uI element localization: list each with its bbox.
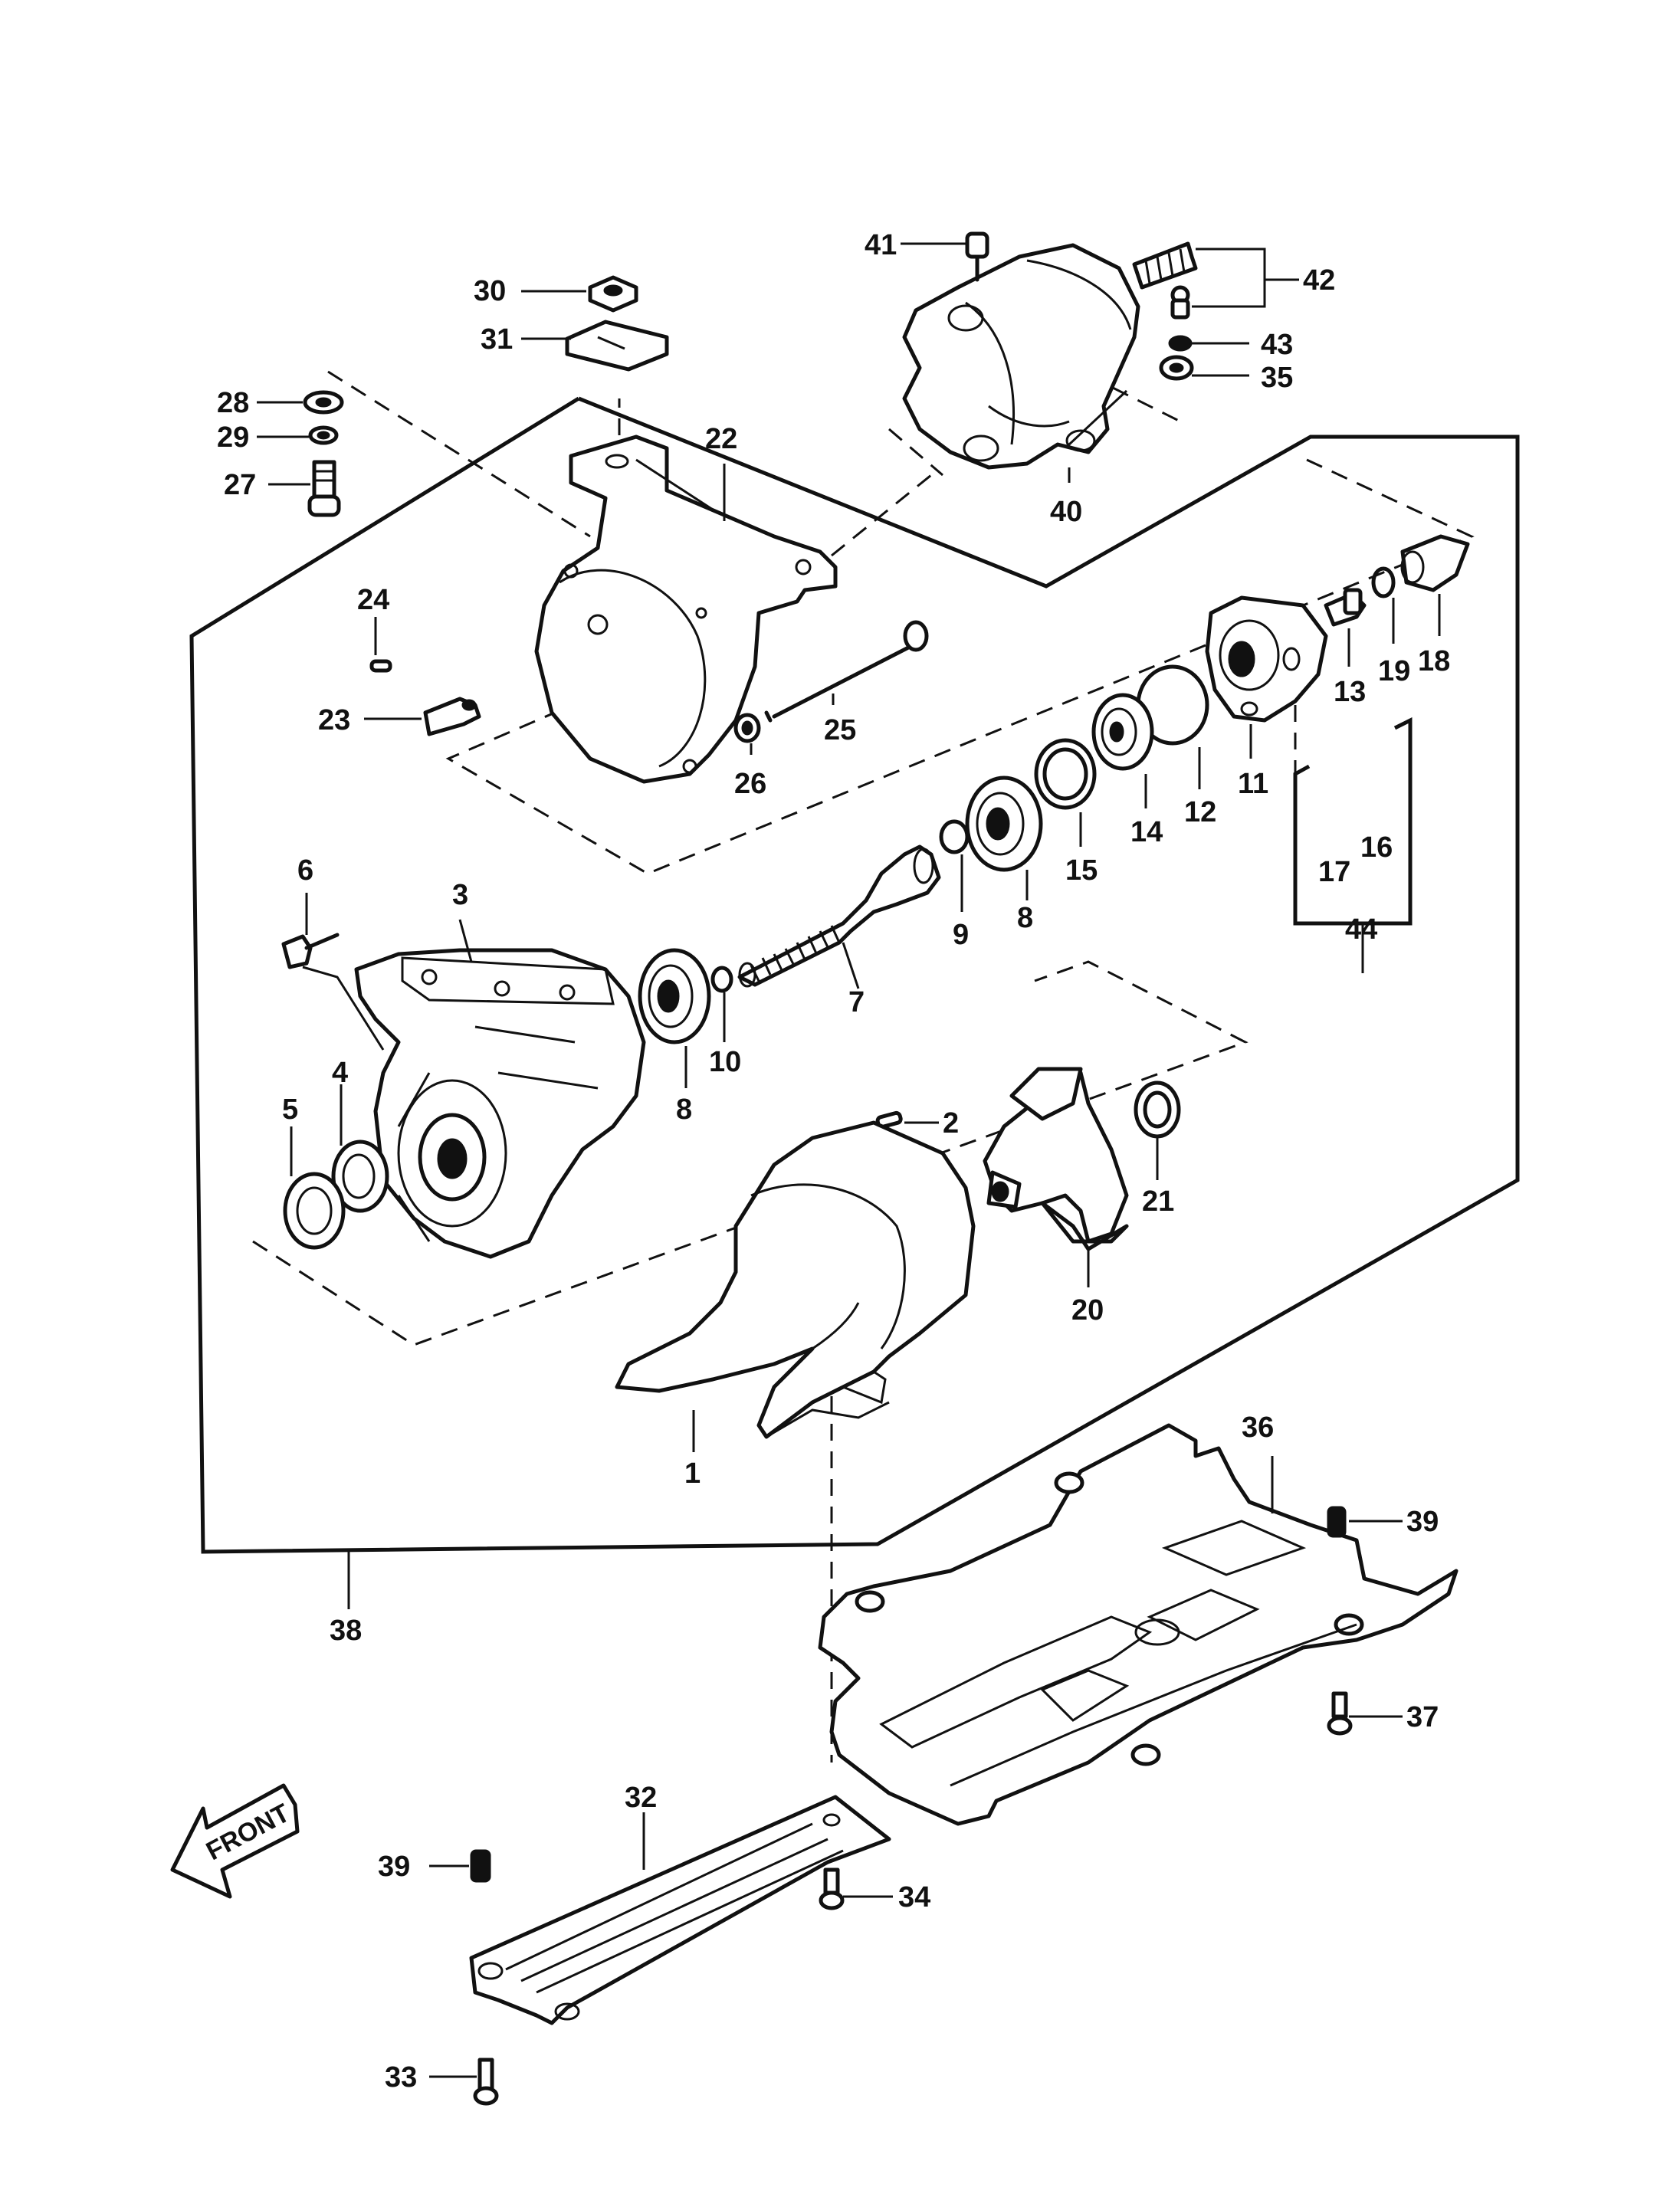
bearing-8-rear (965, 776, 1043, 872)
ring-21 (1134, 1080, 1181, 1139)
seal-4 (331, 1139, 389, 1213)
washer-29 (308, 425, 339, 445)
label-41: 41 (865, 229, 897, 261)
bolt-37 (1327, 1691, 1353, 1736)
label-18: 18 (1418, 645, 1450, 677)
label-37: 37 (1406, 1701, 1439, 1733)
pin-24 (369, 659, 392, 673)
nut-30 (588, 275, 638, 313)
bolt-6 (281, 933, 340, 969)
o-ring-19 (1371, 566, 1396, 598)
label-44: 44 (1345, 913, 1377, 946)
label-15: 15 (1065, 854, 1098, 887)
label-25: 25 (824, 714, 856, 746)
washer-28 (303, 390, 344, 415)
spring-42 (1132, 241, 1198, 290)
label-12: 12 (1184, 796, 1216, 828)
label-14: 14 (1130, 816, 1163, 848)
bolt-34 (819, 1867, 845, 1910)
label-38: 38 (330, 1615, 362, 1647)
label-8-rear: 8 (1017, 902, 1033, 934)
label-22: 22 (705, 423, 737, 455)
part-labels: 30 31 28 29 27 22 24 23 25 26 41 42 43 3… (217, 229, 1450, 2094)
pump-cap-11 (1205, 595, 1328, 723)
label-34: 34 (898, 1881, 930, 1913)
label-27: 27 (224, 469, 256, 501)
group-bracket-44 (1293, 716, 1413, 926)
bolt-41 (965, 231, 989, 282)
ride-plate-36 (818, 1423, 1459, 1826)
group-outline-38 (189, 396, 1520, 1554)
liner-1 (615, 1120, 976, 1439)
label-36: 36 (1242, 1412, 1274, 1444)
label-43: 43 (1261, 329, 1293, 361)
nipple-23 (423, 697, 481, 736)
assembly-lines (252, 370, 1475, 1763)
label-9: 9 (953, 919, 969, 951)
label-3: 3 (452, 879, 468, 911)
label-28: 28 (217, 387, 249, 419)
label-5: 5 (282, 1094, 298, 1126)
label-11: 11 (1238, 768, 1268, 800)
ring-10 (710, 966, 733, 993)
seal-5 (283, 1172, 346, 1250)
label-20: 20 (1071, 1294, 1104, 1326)
label-35: 35 (1261, 362, 1293, 394)
label-26: 26 (734, 768, 766, 800)
washer-35 (1159, 355, 1194, 381)
leader-lines (257, 242, 1441, 2078)
label-7: 7 (848, 986, 865, 1018)
spacer-15 (1034, 738, 1097, 810)
label-2: 2 (943, 1107, 959, 1139)
label-23: 23 (318, 704, 350, 736)
label-31: 31 (481, 323, 513, 356)
label-29: 29 (217, 421, 249, 454)
pump-case-3 (354, 948, 646, 1259)
label-21: 21 (1142, 1185, 1174, 1218)
stud-bolt-25 (764, 620, 929, 723)
impeller-20 (983, 1067, 1129, 1251)
lock-washer-31 (565, 320, 669, 372)
bearing-8-front (638, 948, 711, 1044)
label-4: 4 (332, 1057, 348, 1089)
label-16: 16 (1360, 831, 1393, 864)
ring-9 (939, 819, 970, 854)
label-1: 1 (684, 1458, 701, 1490)
drive-shaft-7 (737, 844, 941, 988)
label-10: 10 (709, 1046, 741, 1078)
label-39-a: 39 (1406, 1506, 1439, 1538)
front-arrow-icon: FRONT (170, 1783, 300, 1899)
label-40: 40 (1050, 496, 1082, 528)
label-39-b: 39 (378, 1851, 410, 1883)
label-8-front: 8 (676, 1094, 692, 1126)
label-13: 13 (1334, 676, 1366, 708)
washer-43 (1168, 335, 1193, 352)
label-30: 30 (474, 275, 506, 307)
label-24: 24 (357, 584, 389, 616)
pump-cover-22 (534, 434, 838, 784)
label-42: 42 (1303, 264, 1335, 297)
label-6: 6 (297, 854, 313, 887)
nut-26 (733, 713, 761, 743)
plug-39-a (1327, 1506, 1347, 1538)
label-19: 19 (1378, 655, 1410, 687)
label-33: 33 (385, 2061, 417, 2094)
plug-39-b (470, 1849, 491, 1883)
pump-outlet-40 (902, 243, 1140, 470)
intake-grate-32 (469, 1795, 891, 2025)
cap-18 (1400, 534, 1470, 592)
plug-13 (1324, 588, 1367, 627)
seal-14 (1091, 693, 1154, 771)
plunger-42 (1170, 285, 1190, 320)
label-32: 32 (625, 1782, 657, 1814)
bolt-33 (473, 2058, 499, 2106)
label-17: 17 (1318, 856, 1350, 888)
bolt-27 (307, 460, 341, 517)
